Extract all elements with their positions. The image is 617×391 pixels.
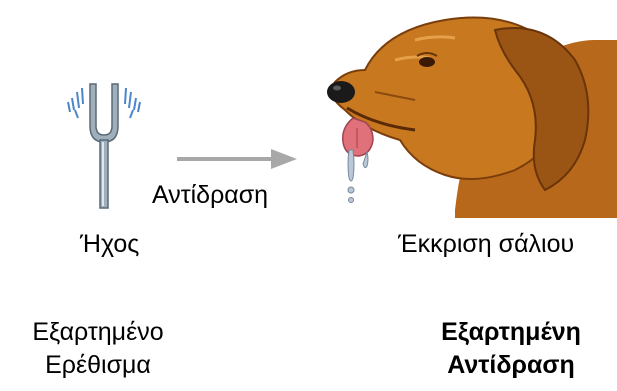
fork-tines (89, 83, 119, 143)
conditioned-response-caption: Εξαρτημένη Αντίδραση (412, 316, 610, 382)
vibration-marks-right (124, 87, 141, 119)
arrow-label: Αντίδραση (152, 181, 269, 209)
conditioned-response-line2: Αντίδραση (447, 351, 575, 379)
tuning-fork-icon (67, 83, 141, 209)
dog-head-icon (327, 16, 617, 218)
stimulus-label: Ήχος (80, 230, 140, 258)
dog-nose (327, 81, 355, 103)
drool-drops (347, 149, 369, 203)
conditioned-stimulus-caption: Εξαρτημένο Ερέθισμα (0, 316, 196, 382)
conditioned-stimulus-line1: Εξαρτημένο (32, 318, 164, 346)
dog-eye (419, 57, 435, 67)
right-arrow-icon (177, 149, 297, 169)
response-label: Έκκριση σάλιου (398, 230, 575, 258)
conditioned-stimulus-line2: Ερέθισμα (45, 351, 151, 379)
dog-ear (493, 27, 590, 192)
dog-mouth (346, 106, 416, 132)
conditioned-response-line1: Εξαρτημένη (441, 318, 581, 346)
dog-tongue (341, 117, 374, 157)
vibration-marks-left (67, 87, 84, 119)
